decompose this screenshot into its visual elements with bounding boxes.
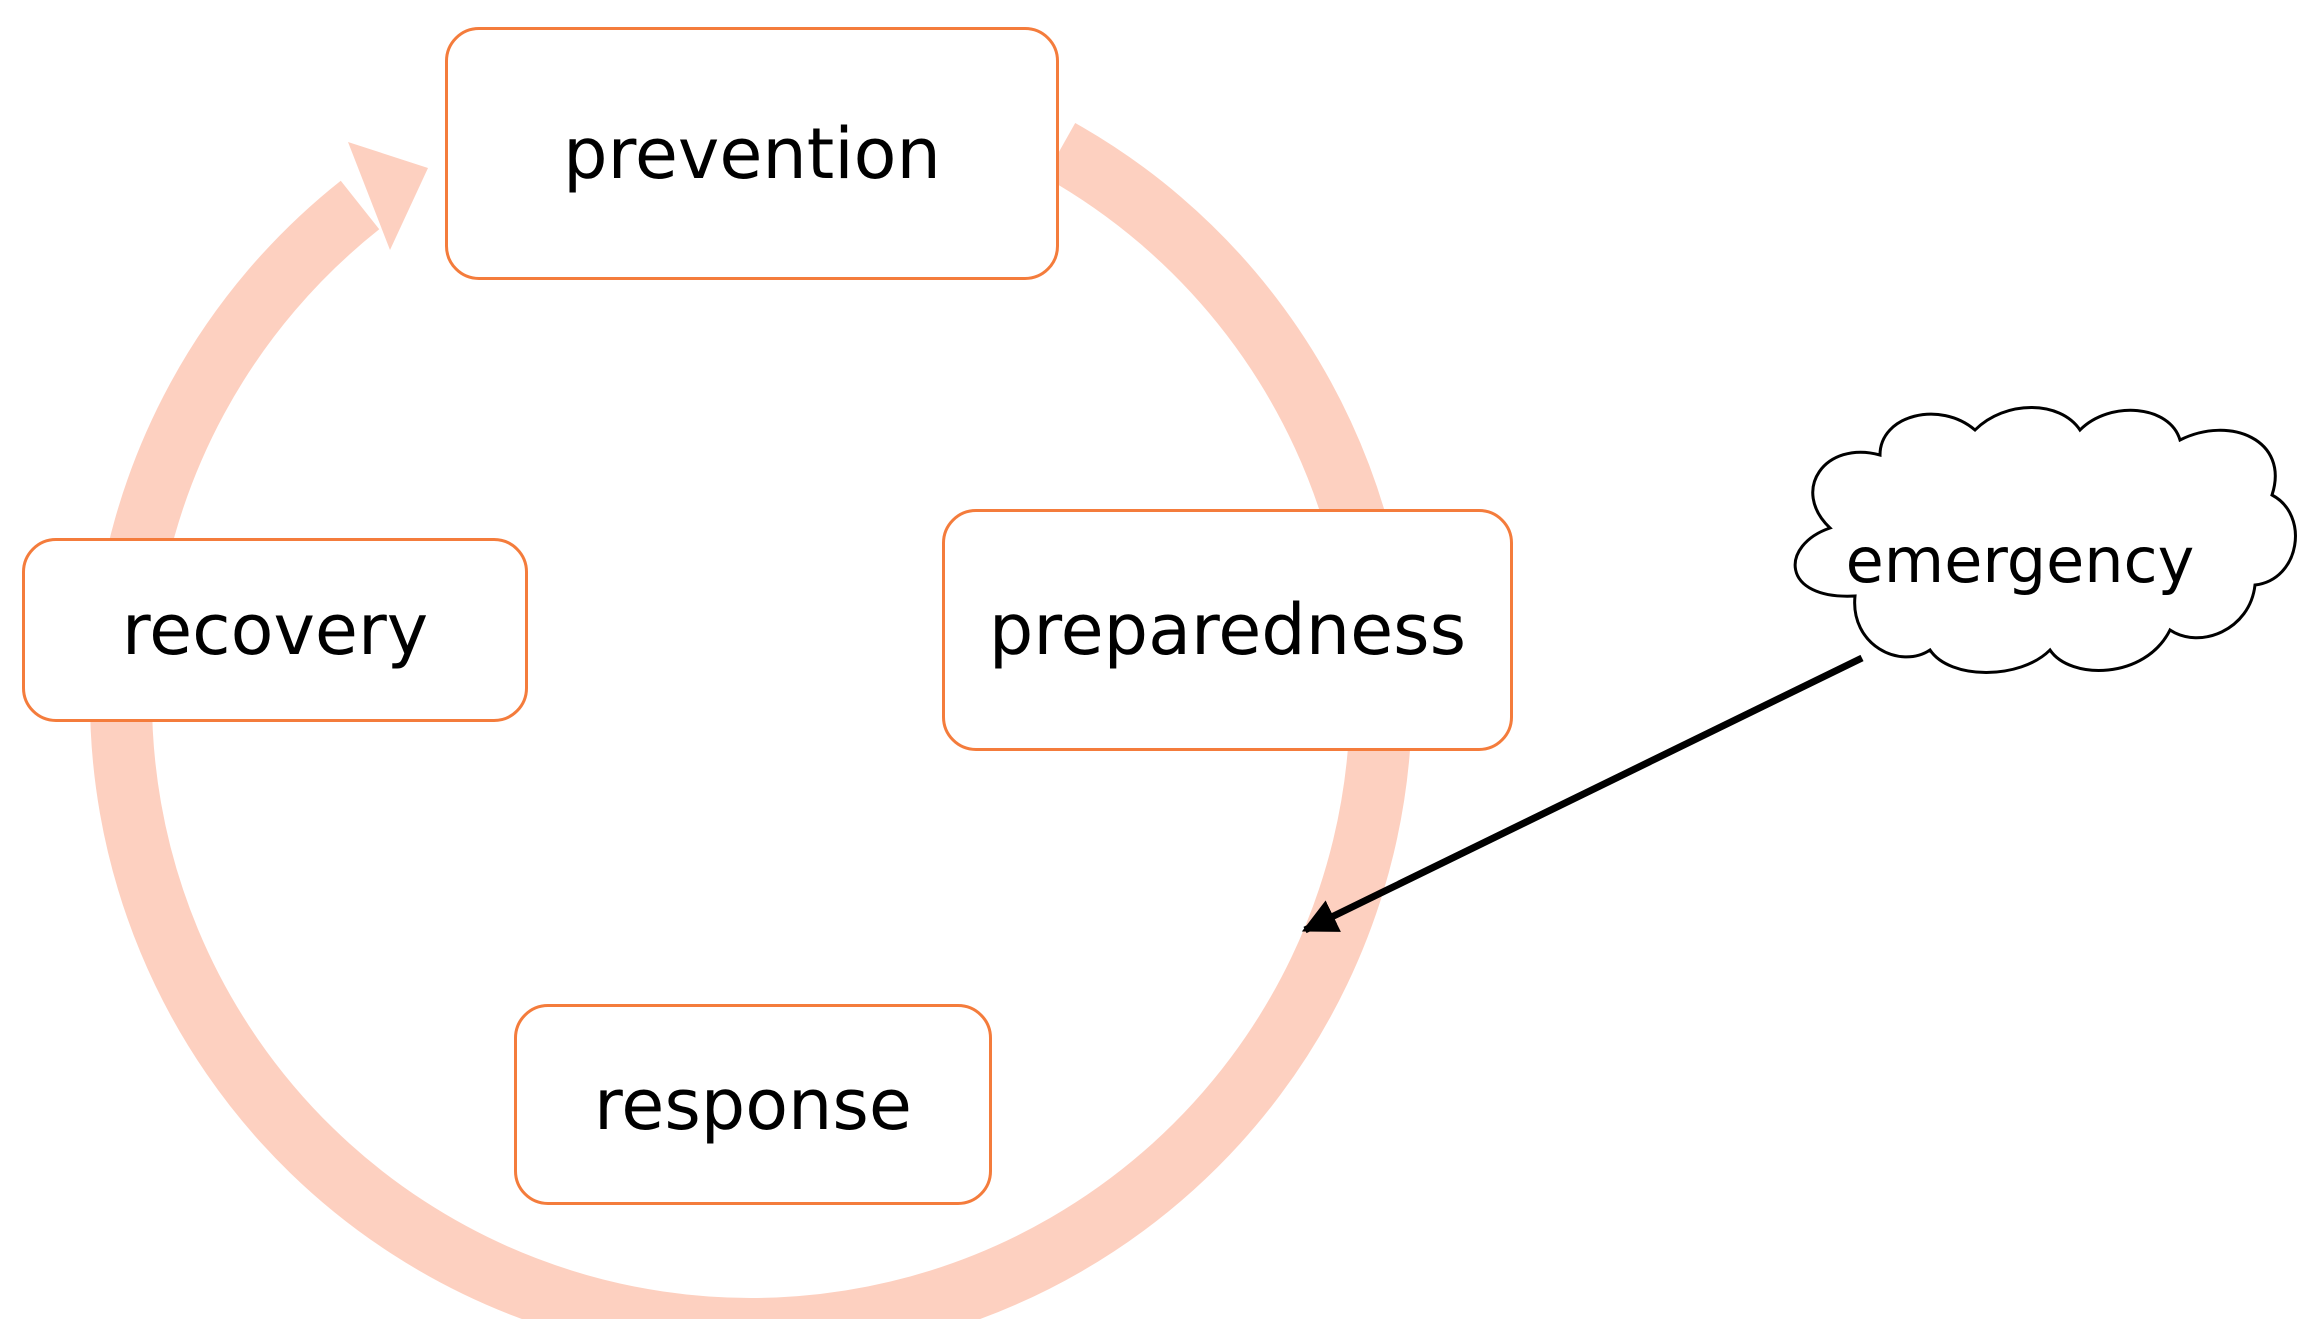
stage-recovery: recovery xyxy=(22,538,528,722)
emergency-arrow xyxy=(1301,654,1864,934)
cycle-arrowhead xyxy=(348,142,428,250)
stage-response-label: response xyxy=(594,1063,912,1146)
stage-response: response xyxy=(514,1004,992,1205)
stage-prevention-label: prevention xyxy=(563,112,941,195)
emergency-cloud-icon xyxy=(1793,406,2297,674)
stage-preparedness: preparedness xyxy=(942,509,1513,751)
stage-prevention: prevention xyxy=(445,27,1059,280)
stage-preparedness-label: preparedness xyxy=(988,589,1467,671)
stage-recovery-label: recovery xyxy=(121,589,429,671)
emergency-label: emergency xyxy=(1845,523,2195,597)
